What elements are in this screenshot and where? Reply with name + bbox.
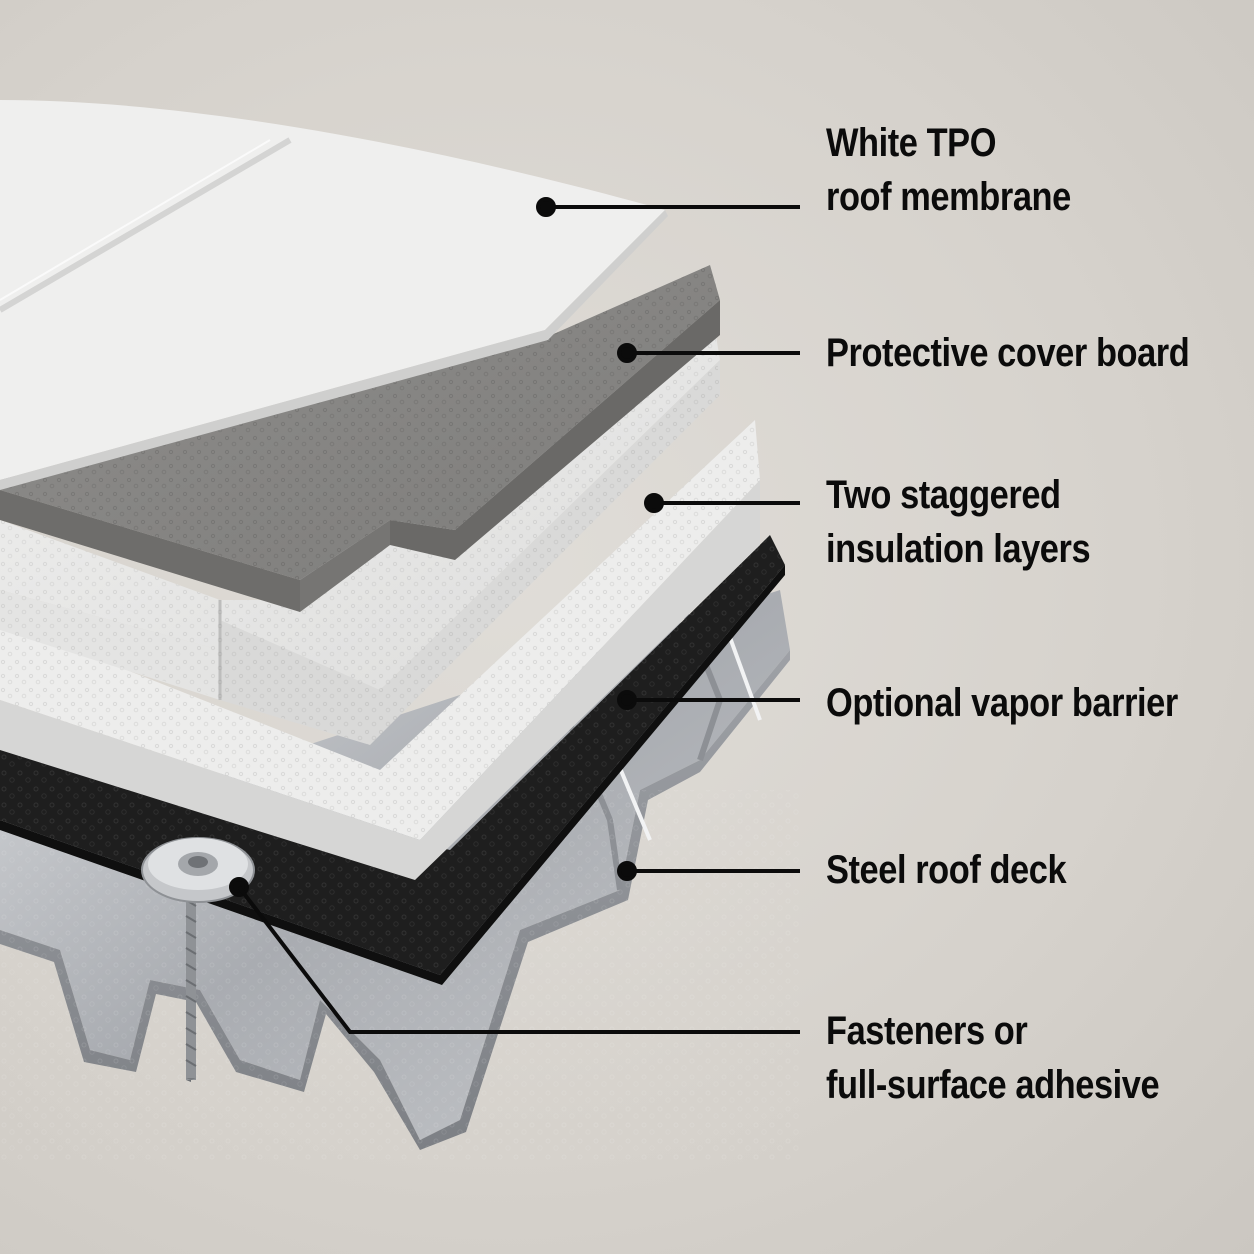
label-insulation: Two staggered insulation layers bbox=[826, 468, 1091, 576]
white-tpo-membrane bbox=[0, 100, 668, 490]
label-insulation-line1: Two staggered bbox=[826, 473, 1061, 517]
leader-insulation bbox=[644, 493, 800, 513]
label-fasteners-line1: Fasteners or bbox=[826, 1009, 1028, 1053]
fastener-screw bbox=[141, 837, 255, 1082]
label-deck: Steel roof deck bbox=[826, 843, 1067, 897]
label-insulation-line2: insulation layers bbox=[826, 527, 1091, 571]
leader-cover-board bbox=[617, 343, 800, 363]
label-membrane: White TPO roof membrane bbox=[826, 116, 1071, 224]
label-cover-board-line1: Protective cover board bbox=[826, 331, 1190, 375]
label-deck-line1: Steel roof deck bbox=[826, 848, 1067, 892]
leader-membrane bbox=[536, 197, 800, 217]
label-cover-board: Protective cover board bbox=[826, 326, 1190, 380]
leader-fasteners bbox=[229, 877, 800, 1034]
leader-lines bbox=[229, 197, 800, 1034]
label-fasteners-line2: full-surface adhesive bbox=[826, 1063, 1160, 1107]
label-vapor-barrier-line1: Optional vapor barrier bbox=[826, 681, 1178, 725]
label-fasteners: Fasteners or full-surface adhesive bbox=[826, 1004, 1160, 1112]
leader-vapor-barrier bbox=[617, 690, 800, 710]
label-membrane-line1: White TPO bbox=[826, 121, 997, 165]
lower-insulation-board bbox=[0, 420, 760, 880]
label-membrane-line2: roof membrane bbox=[826, 175, 1071, 219]
upper-insulation-board bbox=[0, 330, 720, 745]
label-vapor-barrier: Optional vapor barrier bbox=[826, 676, 1178, 730]
leader-deck bbox=[617, 861, 800, 881]
protective-cover-board bbox=[0, 265, 720, 612]
